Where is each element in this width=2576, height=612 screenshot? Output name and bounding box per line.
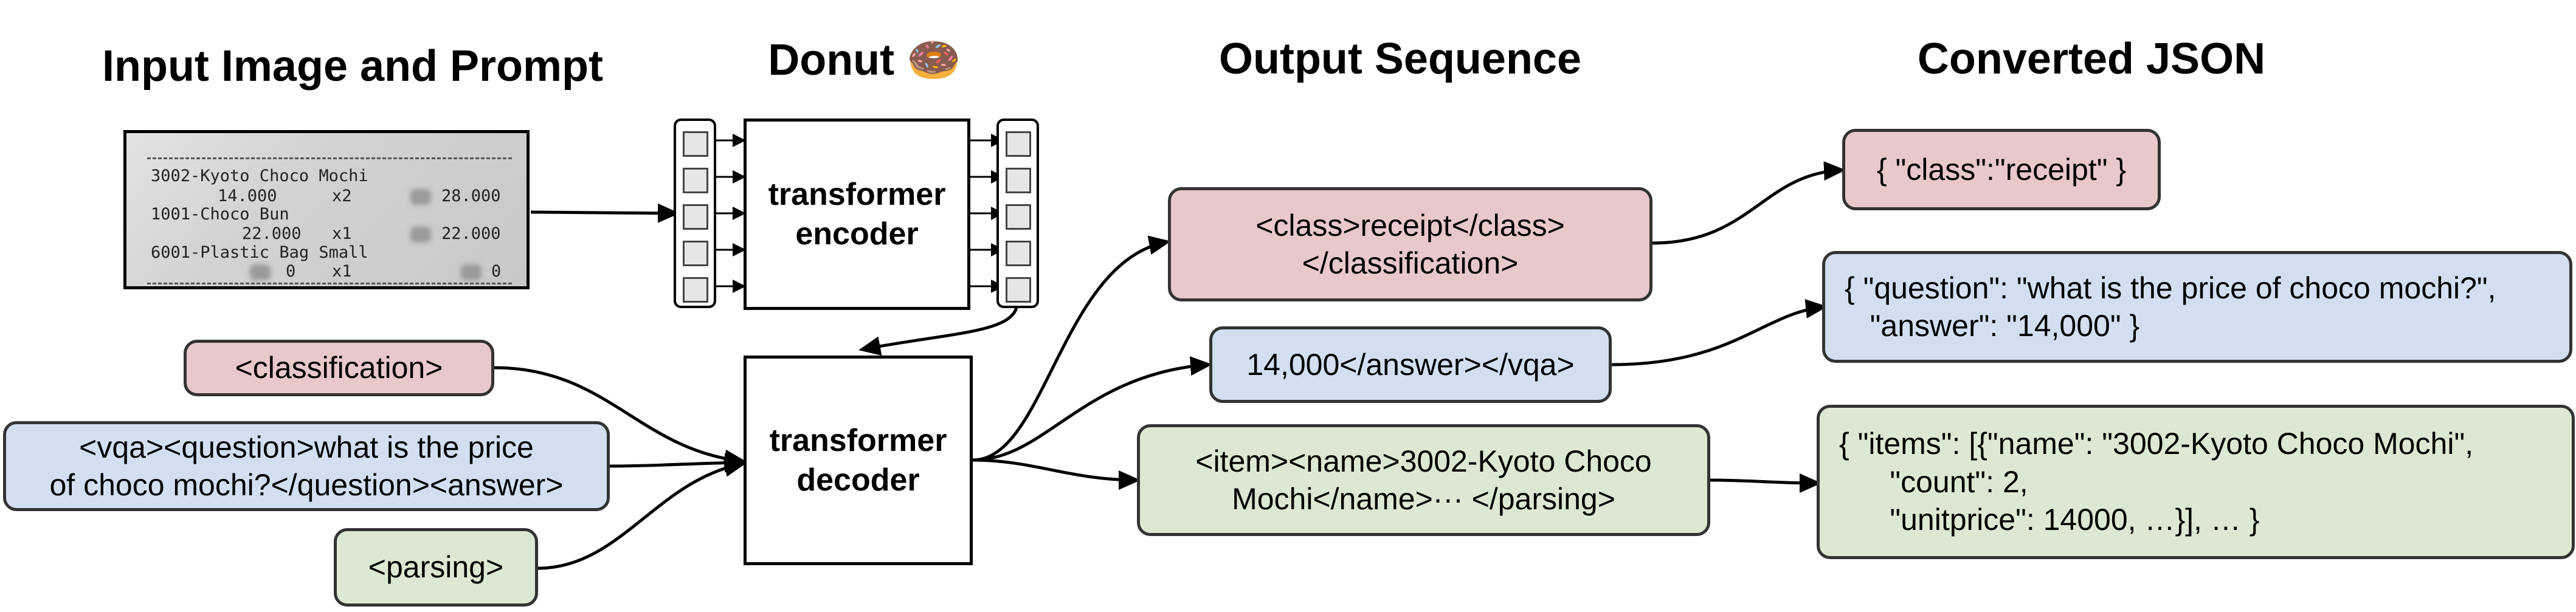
json-vqa: { "question": "what is the price of choc… — [1822, 251, 2572, 363]
receipt-line: 0 — [286, 262, 296, 281]
receipt-line: x1 — [332, 262, 352, 281]
output-parsing: <item><name>3002-Kyoto Choco Mochi</name… — [1137, 424, 1710, 536]
json-parsing: { "items": [{"name": "3002-Kyoto Choco M… — [1817, 405, 2575, 559]
transformer-decoder: transformer decoder — [744, 356, 973, 565]
json-classification: { "class":"receipt" } — [1842, 129, 2161, 210]
prompt-classification: <classification> — [184, 340, 494, 396]
receipt-line: 0 — [491, 262, 502, 281]
receipt-line: x2 — [332, 187, 352, 205]
arrow-decoder-to-classification-output — [972, 235, 1171, 462]
heading-output-sequence: Output Sequence — [1218, 35, 1582, 83]
arrow-class-output-to-json — [1652, 161, 1846, 245]
arrow-vqa-to-decoder — [609, 453, 747, 473]
transformer-encoder: transformer encoder — [744, 119, 970, 310]
receipt-image: 3002-Kyoto Choco Mochi 14.000 x2 28.000 … — [123, 130, 530, 289]
arrow-vqa-output-to-json — [1611, 299, 1828, 366]
arrow-decoder-to-vqa-output — [972, 356, 1212, 462]
output-vqa: 14,000</answer></vqa> — [1209, 326, 1612, 403]
encoder-input-tokens — [674, 119, 716, 308]
heading-input-image-and-prompt: Input Image and Prompt — [102, 42, 604, 91]
heading-donut: Donut 🍩 — [768, 36, 961, 84]
arrow-image-to-encoder — [530, 203, 680, 223]
receipt-line: 1001-Choco Bun — [151, 205, 289, 224]
receipt-line: 3002-Kyoto Choco Mochi — [151, 167, 368, 185]
receipt-line: 28.000 — [441, 187, 501, 205]
receipt-line: 14.000 — [218, 187, 277, 205]
receipt-line: 22.000 — [242, 224, 302, 243]
arrow-parsing-output-to-json — [1710, 473, 1822, 493]
arrow-classification-to-decoder — [494, 366, 747, 469]
arrow-parsing-to-decoder — [537, 457, 747, 570]
arrow-encoder-to-decoder — [858, 307, 1018, 356]
arrow-decoder-to-parsing-output — [972, 458, 1141, 490]
receipt-line: x1 — [332, 224, 352, 243]
receipt-line: 22.000 — [441, 224, 501, 243]
prompt-vqa: <vqa><question>what is the price of choc… — [3, 421, 610, 511]
encoder-output-tokens — [996, 119, 1039, 308]
receipt-line: 6001-Plastic Bag Small — [151, 243, 368, 262]
output-classification: <class>receipt</class> </classification> — [1168, 187, 1652, 301]
prompt-parsing: <parsing> — [334, 528, 538, 607]
heading-converted-json: Converted JSON — [1917, 35, 2266, 83]
